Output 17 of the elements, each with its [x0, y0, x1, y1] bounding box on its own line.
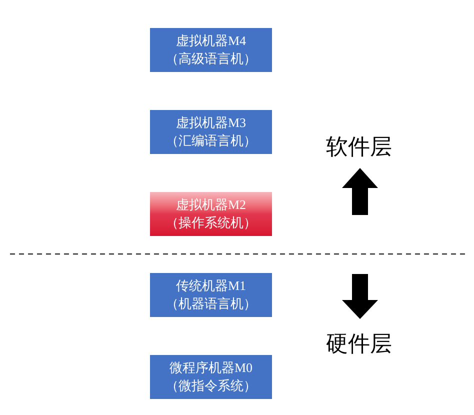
machine-description: （操作系统机）: [166, 214, 256, 232]
machine-level-box: [150, 273, 272, 317]
layer-label: 软件层: [326, 133, 392, 161]
machine-description: （机器语言机）: [166, 295, 256, 313]
machine-name: 传统机器M1: [176, 277, 246, 295]
machine-level-box: [150, 192, 272, 236]
machine-name: 虚拟机器M4: [176, 32, 246, 50]
machine-name: 虚拟机器M2: [176, 196, 246, 214]
machine-name: 虚拟机器M3: [176, 114, 246, 132]
machine-name: 微程序机器M0: [169, 359, 253, 377]
machine-description: （汇编语言机）: [166, 132, 256, 150]
machine-level-box: [150, 355, 272, 399]
machine-level-box: [150, 28, 272, 72]
machine-description: （高级语言机）: [166, 50, 256, 68]
layer-label: 硬件层: [326, 330, 392, 358]
machine-level-box: [150, 110, 272, 154]
machine-description: （微指令系统）: [166, 377, 256, 395]
